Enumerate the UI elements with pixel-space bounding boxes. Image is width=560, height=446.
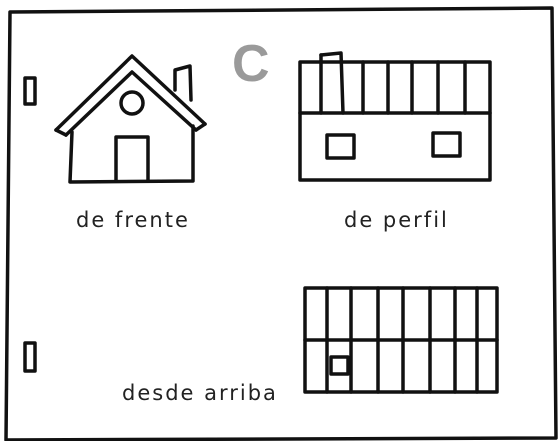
front-view-label: de frente [76,208,190,232]
house-top-view [303,286,499,394]
binder-tab-bottom [23,341,37,373]
page-frame [4,6,558,442]
side-view-label: de perfil [344,208,449,232]
house-side-view [298,51,492,182]
house-front-view [54,54,207,184]
top-view-label: desde arriba [122,381,278,405]
binder-tab-top [23,76,37,106]
section-letter: C [232,35,270,93]
